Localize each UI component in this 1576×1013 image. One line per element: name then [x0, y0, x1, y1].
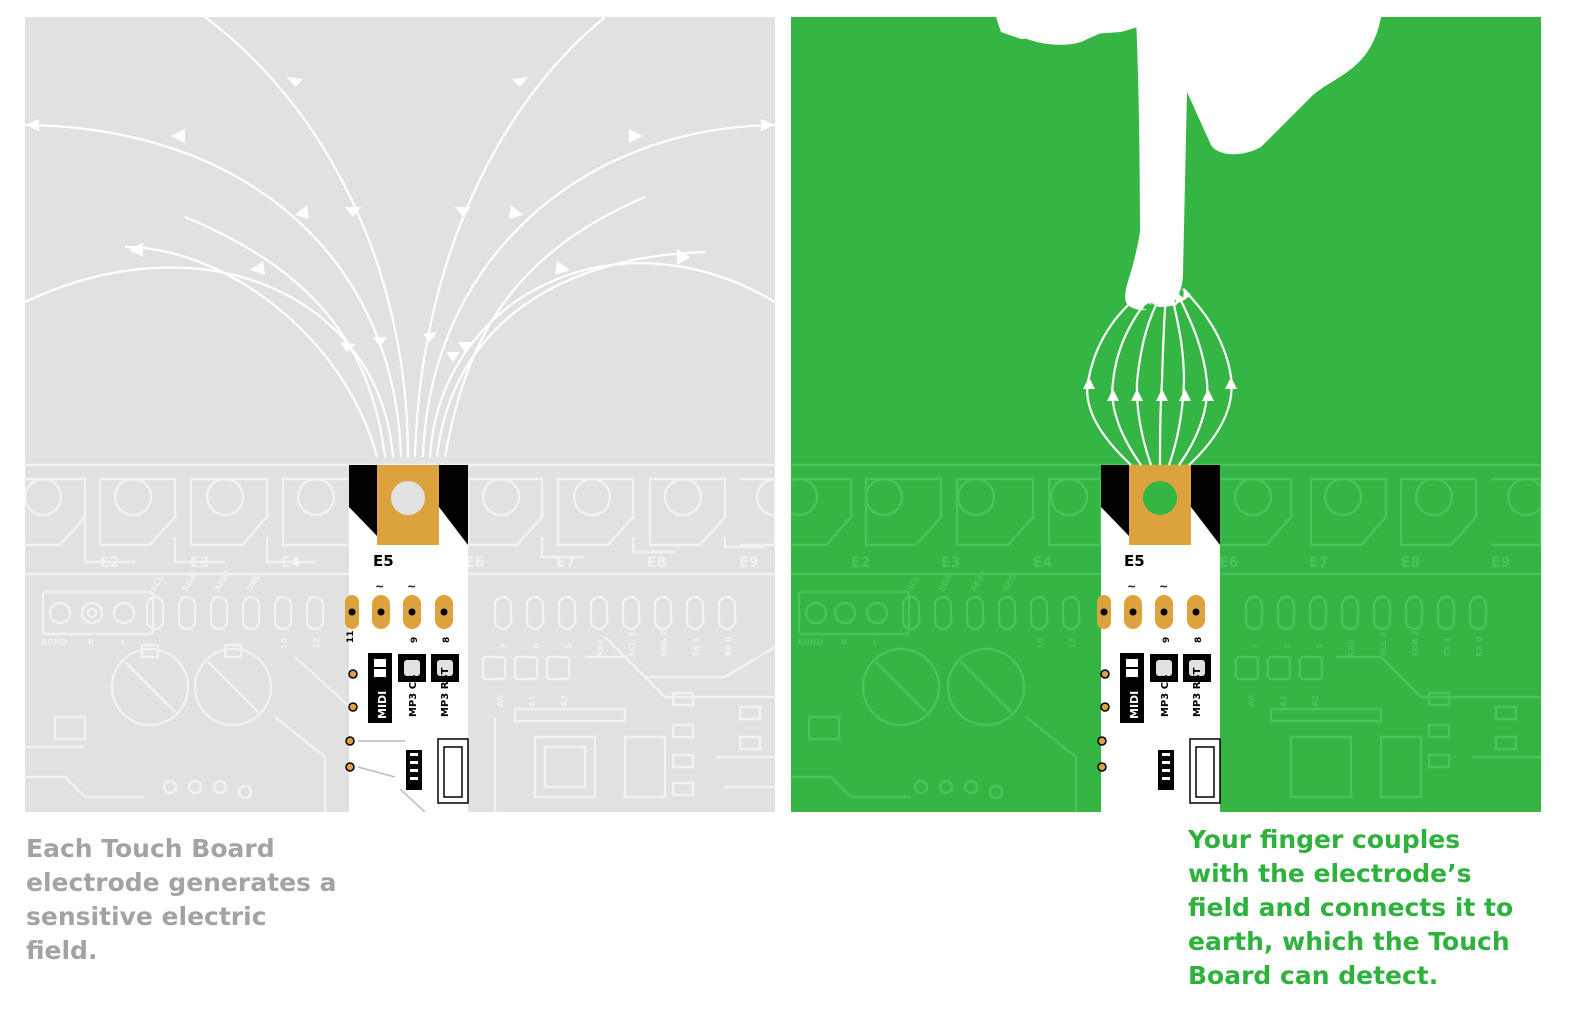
label-mp3-rst-green: MP3 RST — [1192, 667, 1203, 717]
label-agnd-green: AGND — [797, 638, 823, 647]
circuit-board-illustration — [25, 463, 775, 812]
label-11: 11 — [346, 630, 356, 643]
left-caption: Each Touch Board electrode generates a s… — [26, 834, 337, 965]
label-tx1: TX 1 — [692, 637, 701, 657]
label-7-green: 7 — [1251, 643, 1260, 649]
label-tx1-green: TX 1 — [1443, 637, 1452, 657]
electric-field-lines-coupling — [1086, 288, 1233, 466]
label-rx0b-green: RX 0 — [1475, 636, 1484, 657]
label-10-green: 10 — [1036, 637, 1045, 649]
right-panel-illustration: E2 E3 E4 E6 E7 E8 E9 AGND R L SCL SDA AR… — [791, 17, 1541, 812]
label-aref: AREF — [213, 568, 232, 593]
label-e6-green: E6 — [1219, 555, 1238, 571]
label-e8: E8 — [647, 555, 666, 571]
label-aref-green: AREF — [969, 568, 988, 593]
right-caption: Your finger couples with the electrode’s… — [1188, 825, 1514, 990]
label-r-green: R — [841, 638, 847, 647]
label-scl: SCL — [149, 574, 165, 593]
label-sda2-green: SDA 2 — [1411, 630, 1420, 657]
label-l: L — [121, 638, 126, 647]
tilde-2: ~ — [407, 580, 416, 593]
hand-pointing-icon — [996, 17, 1381, 311]
label-a1-green: A1 — [1279, 695, 1288, 707]
label-9-green: 9 — [1162, 637, 1172, 643]
label-e3-green: E3 — [941, 555, 960, 571]
label-e3: E3 — [190, 555, 209, 571]
label-e2: E2 — [100, 555, 119, 571]
tilde-1-green: ~ — [1127, 580, 1136, 593]
label-midi: MIDI — [376, 691, 389, 719]
tilde-2-green: ~ — [1159, 580, 1168, 593]
label-mp3-cs-green: MP3 CS — [1160, 675, 1171, 717]
label-e7: E7 — [556, 555, 575, 571]
label-rx0b: RX 0 — [724, 636, 733, 657]
field-arrows — [25, 77, 775, 362]
label-a0: A0 — [496, 695, 505, 707]
left-board-svg: E2 E3 E4 E6 E7 E8 E9 AGND R L SCL SDA AR… — [25, 17, 775, 812]
label-a2-green: A2 — [1311, 695, 1320, 707]
electrode-e5-strip-green: E5 ~ ~ 9 8 MIDI MP3 CS MP3 RST — [1097, 465, 1221, 812]
label-12: 12 — [312, 638, 321, 649]
label-e4-green: E4 — [1033, 555, 1053, 571]
label-midi-green: MIDI — [1128, 691, 1141, 719]
label-scl3-green: SCL 3 — [1379, 632, 1388, 657]
label-e2-green: E2 — [851, 555, 870, 571]
label-a1: A1 — [528, 695, 537, 707]
label-e4: E4 — [281, 555, 301, 571]
label-e7-green: E7 — [1309, 555, 1328, 571]
label-e5-green: E5 — [1124, 552, 1145, 570]
field-arrows-coupling — [1083, 288, 1237, 401]
electrode-e5-strip: E5 ~ ~ 11 9 8 MIDI MP3 CS — [345, 465, 469, 812]
label-10: 10 — [280, 637, 289, 649]
label-a2: A2 — [560, 695, 569, 707]
board-labels: E2 E3 E4 E6 E7 E8 E9 — [100, 555, 758, 571]
label-rx0: RX0 — [596, 639, 605, 657]
board-labels-green: E2 E3 E4 E6 E7 E8 E9 — [851, 555, 1510, 571]
label-7: 7 — [500, 643, 509, 649]
left-panel-illustration: E2 E3 E4 E6 E7 E8 E9 AGND R L SCL SDA AR… — [25, 17, 775, 812]
label-agnd: AGND — [41, 638, 67, 647]
label-r: R — [88, 638, 94, 647]
label-12-green: 12 — [1068, 638, 1077, 649]
label-rx0-green: RX0 — [1347, 639, 1356, 657]
label-sda2: SDA 2 — [660, 630, 669, 657]
label-scl-green: SCL — [905, 574, 921, 593]
label-8: 8 — [442, 637, 452, 643]
label-e9: E9 — [739, 555, 758, 571]
label-5: 5 — [564, 643, 573, 649]
label-scl3: SCL 3 — [628, 632, 637, 657]
label-a0-green: A0 — [1247, 695, 1256, 707]
label-9: 9 — [410, 637, 420, 643]
right-board-svg: E2 E3 E4 E6 E7 E8 E9 AGND R L SCL SDA AR… — [791, 17, 1541, 812]
electric-field-lines — [25, 17, 775, 458]
label-5-green: 5 — [1315, 643, 1324, 649]
label-6: 6 — [532, 643, 541, 649]
label-mp3-rst: MP3 RST — [440, 667, 451, 717]
label-6-green: 6 — [1283, 643, 1292, 649]
label-l-green: L — [873, 638, 878, 647]
label-mp3-cs: MP3 CS — [408, 675, 419, 717]
label-e6: E6 — [465, 555, 484, 571]
label-e9-green: E9 — [1491, 555, 1510, 571]
label-e5: E5 — [373, 552, 394, 570]
label-e8-green: E8 — [1401, 555, 1420, 571]
label-8-green: 8 — [1194, 637, 1204, 643]
tilde-1: ~ — [375, 580, 384, 593]
